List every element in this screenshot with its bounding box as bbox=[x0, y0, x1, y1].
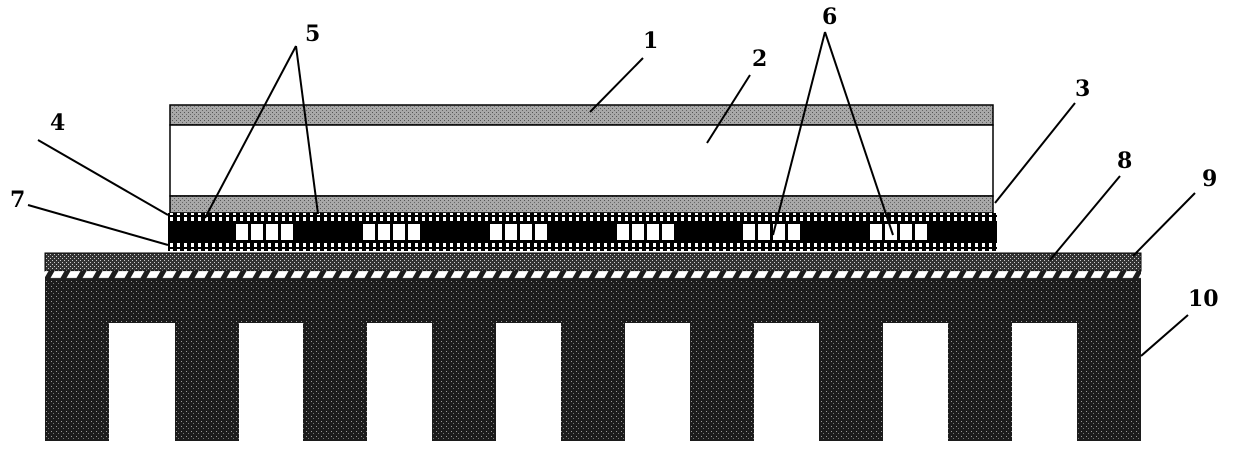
label-1: 1 bbox=[643, 28, 658, 54]
chip-cell bbox=[773, 224, 785, 240]
chip-cell bbox=[266, 224, 278, 240]
chip-cell bbox=[758, 224, 770, 240]
chip-cell bbox=[520, 224, 532, 240]
leader-5b bbox=[295, 45, 319, 215]
heatsink-fin bbox=[819, 322, 883, 441]
chip-cell bbox=[363, 224, 375, 240]
chip-cell bbox=[743, 224, 755, 240]
leader-9 bbox=[1132, 192, 1196, 257]
chip-cell bbox=[251, 224, 263, 240]
chip-cell bbox=[535, 224, 547, 240]
heatsink-fin bbox=[45, 322, 109, 441]
chip-cell bbox=[900, 224, 912, 240]
leader-4 bbox=[37, 139, 169, 216]
layer-9 bbox=[45, 271, 1141, 279]
layer-4-strip bbox=[168, 213, 997, 221]
chip-cell bbox=[505, 224, 517, 240]
heatsink-fin bbox=[561, 322, 625, 441]
heatsink-fin bbox=[690, 322, 754, 441]
chip-cell bbox=[490, 224, 502, 240]
label-2: 2 bbox=[752, 46, 767, 72]
label-3: 3 bbox=[1075, 76, 1090, 102]
chip-cell bbox=[236, 224, 248, 240]
leader-1 bbox=[589, 57, 644, 113]
heatsink-fin bbox=[948, 322, 1012, 441]
chip-cell bbox=[632, 224, 644, 240]
leader-10 bbox=[1140, 314, 1189, 357]
chip-cell bbox=[393, 224, 405, 240]
leader-6a bbox=[772, 31, 826, 236]
heatsink-fin bbox=[432, 322, 496, 441]
label-9: 9 bbox=[1202, 166, 1217, 192]
leader-5a bbox=[204, 45, 297, 219]
chip-cell bbox=[378, 224, 390, 240]
chip-cell bbox=[647, 224, 659, 240]
heatsink-base bbox=[45, 279, 1141, 323]
heatsink-fin bbox=[1077, 322, 1141, 441]
label-10: 10 bbox=[1188, 286, 1219, 312]
chip-cell bbox=[408, 224, 420, 240]
leader-3 bbox=[994, 102, 1076, 204]
chip-cells bbox=[236, 224, 927, 240]
heatsink-fin bbox=[175, 322, 239, 441]
layer-3 bbox=[169, 195, 994, 214]
heatsink-fins bbox=[45, 322, 1141, 441]
label-4: 4 bbox=[50, 110, 65, 136]
chip-cell bbox=[915, 224, 927, 240]
layer-1 bbox=[169, 104, 994, 126]
leader-8 bbox=[1049, 175, 1121, 261]
leader-2 bbox=[706, 74, 751, 144]
leader-6b bbox=[824, 31, 894, 236]
chip-cell bbox=[281, 224, 293, 240]
label-6: 6 bbox=[822, 4, 837, 30]
label-7: 7 bbox=[10, 187, 25, 213]
chip-cell bbox=[870, 224, 882, 240]
layer-2 bbox=[169, 124, 994, 197]
heatsink-fin bbox=[303, 322, 367, 441]
layer-8 bbox=[44, 252, 1142, 272]
label-8: 8 bbox=[1117, 148, 1132, 174]
leader-7 bbox=[27, 204, 169, 246]
chip-cell bbox=[617, 224, 629, 240]
chip-cell bbox=[788, 224, 800, 240]
label-5: 5 bbox=[305, 21, 320, 47]
chip-cell bbox=[662, 224, 674, 240]
layer-7-strip bbox=[168, 243, 997, 251]
leader-lines bbox=[27, 31, 1196, 357]
